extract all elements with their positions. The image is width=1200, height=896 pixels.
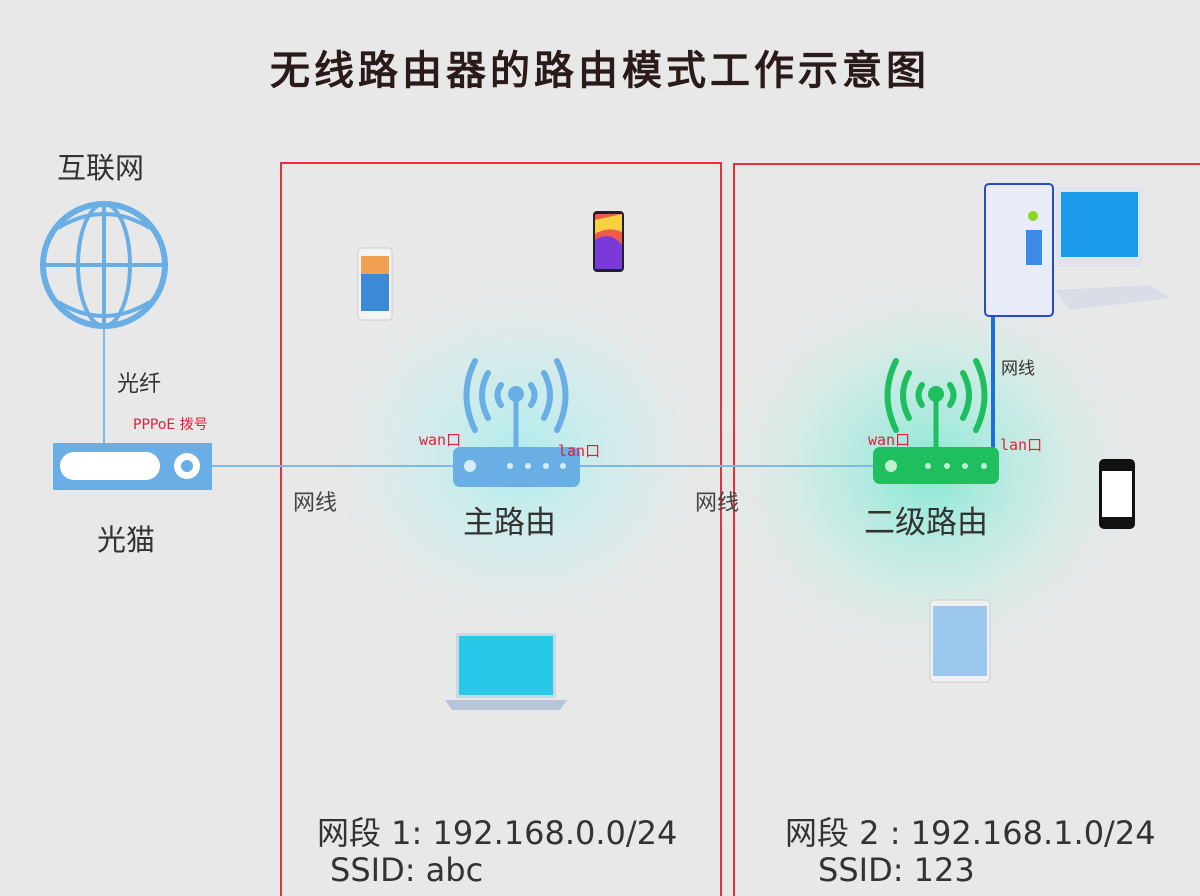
segment1-ssid: SSID: abc bbox=[330, 851, 484, 889]
cable-label: 网线 bbox=[293, 491, 338, 516]
sub-router-label: 二级路由 bbox=[864, 505, 988, 541]
page-title: 无线路由器的路由模式工作示意图 bbox=[270, 48, 930, 94]
main-router-label: 主路由 bbox=[463, 505, 556, 541]
segment1-network: 网段 1: 192.168.0.0/24 bbox=[317, 814, 678, 852]
main-router-icon bbox=[453, 358, 580, 487]
sub-router-lan-label: lan口 bbox=[1000, 436, 1043, 454]
modem-icon bbox=[53, 443, 212, 490]
cable-label: 网线 bbox=[695, 491, 740, 516]
segment2-network: 网段 2 : 192.168.1.0/24 bbox=[785, 814, 1156, 852]
laptop-icon bbox=[445, 633, 567, 710]
fiber-label: 光纤 bbox=[117, 372, 162, 397]
smartphone-icon bbox=[593, 211, 624, 272]
tablet-icon bbox=[929, 599, 991, 683]
cable-label: 网线 bbox=[1001, 359, 1035, 379]
main-router-lan-label: lan口 bbox=[558, 442, 601, 460]
sub-router-icon bbox=[873, 358, 999, 484]
globe-icon bbox=[40, 201, 168, 329]
desktop-computer-icon bbox=[984, 183, 1170, 317]
main-router-wan-label: wan口 bbox=[419, 431, 462, 449]
segment2-ssid: SSID: 123 bbox=[818, 851, 975, 889]
segment1-box bbox=[280, 162, 722, 896]
internet-label: 互联网 bbox=[57, 151, 145, 185]
pppoe-dial-label: PPPoE 拨号 bbox=[133, 417, 208, 433]
modem-label: 光猫 bbox=[97, 523, 156, 557]
segment2-box bbox=[733, 163, 1200, 896]
smartphone-icon bbox=[1099, 459, 1135, 529]
smartphone-icon bbox=[357, 247, 393, 321]
sub-router-wan-label: wan口 bbox=[868, 431, 911, 449]
